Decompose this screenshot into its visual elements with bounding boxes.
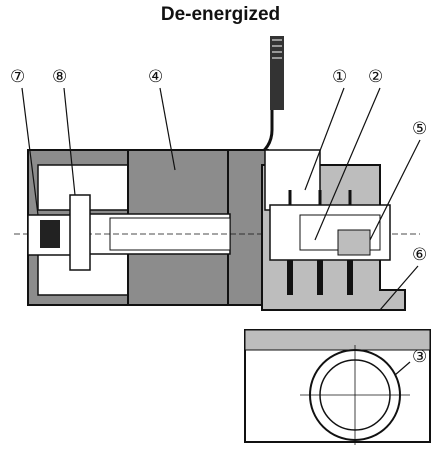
callout-4: ④ — [148, 67, 176, 171]
callout-1: ① — [304, 67, 347, 191]
callout-5-label: ⑤ — [412, 119, 427, 138]
callout-3: ③ — [394, 347, 427, 376]
sub-plate — [244, 329, 431, 445]
valve-body — [261, 149, 406, 311]
callout-6-label: ⑥ — [412, 245, 427, 264]
armature — [14, 213, 420, 255]
manual-override — [27, 194, 91, 271]
callout-7: ⑦ — [10, 67, 39, 216]
callout-8: ⑧ — [52, 67, 76, 196]
callout-5: ⑤ — [369, 119, 427, 241]
callout-7-label: ⑦ — [10, 67, 25, 86]
callout-8-label: ⑧ — [52, 67, 67, 86]
callout-2: ② — [314, 67, 383, 241]
callout-3-label: ③ — [412, 347, 427, 366]
callout-4-label: ④ — [148, 67, 163, 86]
callout-1-label: ① — [332, 67, 347, 86]
diagram-title: De-energized — [160, 4, 281, 25]
lead-wire — [249, 36, 284, 162]
callout-2-label: ② — [368, 67, 383, 86]
callout-6: ⑥ — [379, 245, 427, 311]
